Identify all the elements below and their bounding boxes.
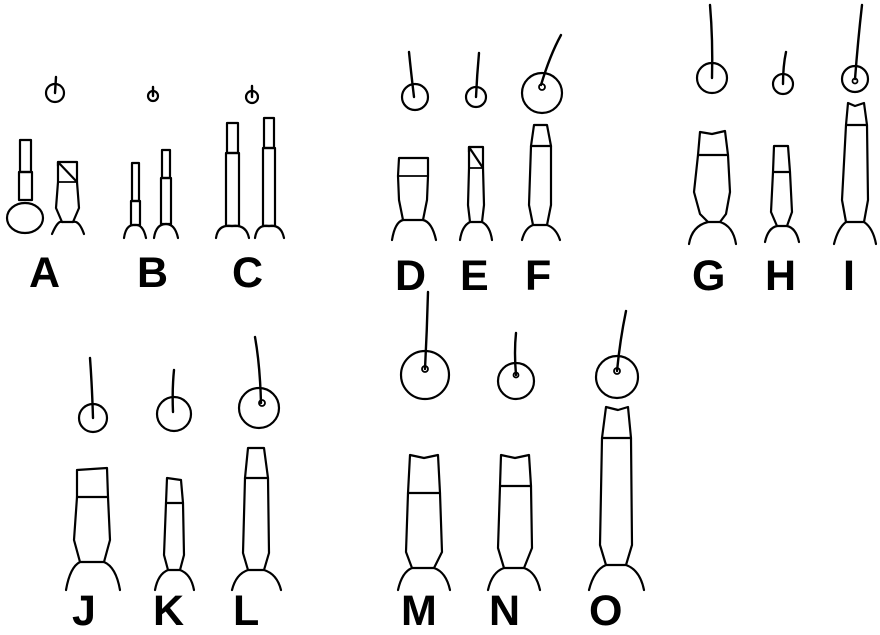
panel-n-socket-top-view [496,331,536,401]
panel-i-label: I [843,252,855,300]
panel-o-socket-top-view [594,309,640,400]
panel-l-seta-side-view [230,446,283,592]
panel-k: K [153,368,196,635]
panel-l: L [230,335,283,635]
panel-c: C [214,84,286,297]
panel-l-socket-top-view [237,335,281,430]
panel-k-label: K [153,587,184,635]
panel-i: I [832,3,878,300]
panel-g: G [687,3,738,300]
panel-f: F [520,33,564,300]
panel-m: M [396,290,452,635]
panel-c-socket-top-view [244,84,260,105]
panel-c-seta-side-view-right [253,116,286,240]
panel-h-label: H [765,252,796,300]
panel-o-seta-side-view [587,405,646,592]
panel-n: N [486,331,542,635]
panel-o-label: O [589,587,622,635]
panel-f-label: F [525,252,551,300]
panel-j-label: J [72,587,96,635]
panel-h-seta-side-view [763,144,801,244]
panel-n-seta-side-view [486,453,542,592]
panel-b-label: B [137,249,168,297]
panel-b: B [122,85,180,297]
panel-b-socket-top-view [146,85,160,103]
panel-a-seta-side-view-left [5,138,45,235]
panel-i-seta-side-view [832,101,878,246]
panel-a-socket-top-view [44,75,66,104]
panel-d: D [390,50,438,300]
panel-j-socket-top-view [77,356,109,434]
panel-f-socket-top-view [520,33,564,115]
panel-b-seta-side-view-left [122,161,148,240]
panel-k-seta-side-view [153,476,196,592]
panel-d-seta-side-view [390,156,438,242]
panel-e: E [458,51,494,300]
panel-c-label: C [232,249,263,297]
panel-f-seta-side-view [520,123,562,242]
panel-d-label: D [395,252,426,300]
panel-a: A [5,75,86,297]
panel-g-label: G [692,252,725,300]
panel-m-label: M [401,587,437,635]
panel-a-label: A [29,249,60,297]
panel-m-seta-side-view [396,453,452,592]
panel-h: H [763,50,801,300]
panel-j-seta-side-view [64,466,122,592]
panel-g-socket-top-view [695,3,729,95]
panel-o: O [587,309,646,635]
panel-n-label: N [489,587,520,635]
panel-m-socket-top-view [399,290,451,401]
panel-e-seta-side-view [458,145,494,242]
panel-a-seta-side-view-right [50,160,86,236]
panel-j: J [64,356,122,635]
panel-c-seta-side-view-left [214,121,251,240]
panel-k-socket-top-view [155,368,193,433]
panel-g-seta-side-view [687,129,738,246]
panel-b-seta-side-view-right [152,148,180,240]
panel-i-socket-top-view [840,3,870,94]
panel-l-label: L [233,587,259,635]
panel-h-socket-top-view [771,50,795,96]
panel-d-socket-top-view [400,50,430,112]
panel-e-label: E [460,252,489,300]
panel-e-socket-top-view [464,51,488,109]
